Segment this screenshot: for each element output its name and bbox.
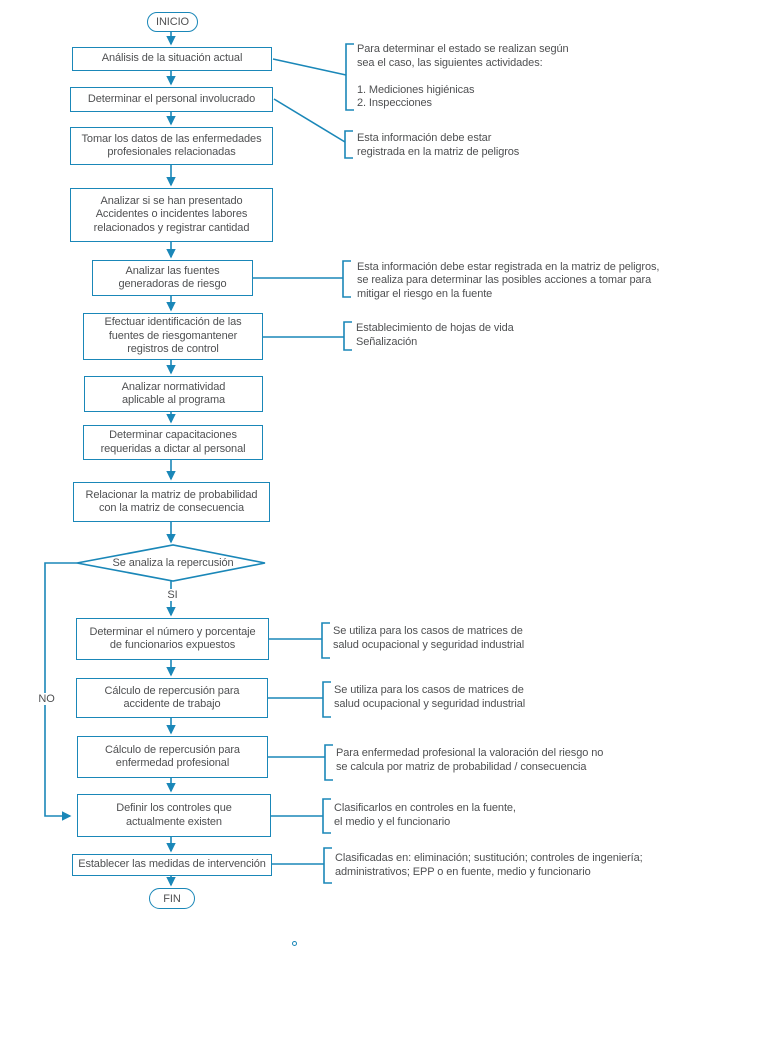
end-label: FIN: [163, 892, 181, 905]
annotation-actividades: Para determinar el estado se realizan se…: [357, 43, 569, 109]
annotation-acciones-mitigar: Esta información debe estar registrada e…: [357, 261, 660, 300]
box-datos-enfermedades: Tomar los datos de las enfermedades prof…: [70, 127, 273, 165]
box-normatividad: Analizar normatividad aplicable al progr…: [84, 376, 263, 412]
box-controles-existentes: Definir los controles que actualmente ex…: [77, 794, 271, 837]
callout-leader-lines: [253, 58, 347, 865]
annotation-valoracion-riesgo: Para enfermedad profesional la valoració…: [336, 747, 604, 773]
start-label: INICIO: [155, 16, 189, 28]
box-numero-porcentaje: Determinar el número y porcentaje de fun…: [76, 618, 269, 660]
no-branch-line: [44, 562, 77, 821]
stray-dot: [292, 941, 297, 946]
annotation-matrices-salud-1: Se utiliza para los casos de matrices de…: [333, 625, 525, 651]
annotation-clasificarlos: Clasificarlos en controles en la fuente,…: [334, 802, 516, 828]
box-fuentes-riesgo: Analizar las fuentes generadoras de ries…: [92, 260, 253, 296]
annotation-clasificadas: Clasificadas en: eliminación; sustitució…: [335, 852, 643, 878]
annotation-hojas-vida: Establecimiento de hojas de vida Señaliz…: [356, 322, 514, 348]
annotation-matriz-peligros: Esta información debe estar registrada e…: [357, 132, 520, 158]
box-repercusion-accidente: Cálculo de repercusión para accidente de…: [76, 678, 268, 718]
end-terminator: FIN: [149, 888, 195, 909]
box-accidentes-incidentes: Analizar si se han presentado Accidentes…: [70, 188, 273, 242]
box-matriz-probabilidad: Relacionar la matriz de probabilidad con…: [73, 482, 270, 522]
yes-branch-label: SI: [163, 589, 182, 601]
annotation-matrices-salud-2: Se utiliza para los casos de matrices de…: [334, 684, 526, 710]
decision-label: Se analiza la repercusión: [112, 557, 234, 569]
box-capacitaciones: Determinar capacitaciones requeridas a d…: [83, 425, 263, 460]
box-medidas-intervencion: Establecer las medidas de intervención: [72, 854, 272, 876]
box-personal-involucrado: Determinar el personal involucrado: [70, 87, 273, 112]
decision-diamond: [76, 544, 266, 582]
annotation-brackets: [321, 43, 354, 884]
start-terminator: INICIO: [147, 12, 198, 32]
box-repercusion-enfermedad: Cálculo de repercusión para enfermedad p…: [77, 736, 268, 778]
box-identificacion-fuentes: Efectuar identificación de las fuentes d…: [83, 313, 263, 360]
box-analisis-situacion-actual: Análisis de la situación actual: [72, 47, 272, 71]
no-branch-label: NO: [35, 693, 58, 705]
